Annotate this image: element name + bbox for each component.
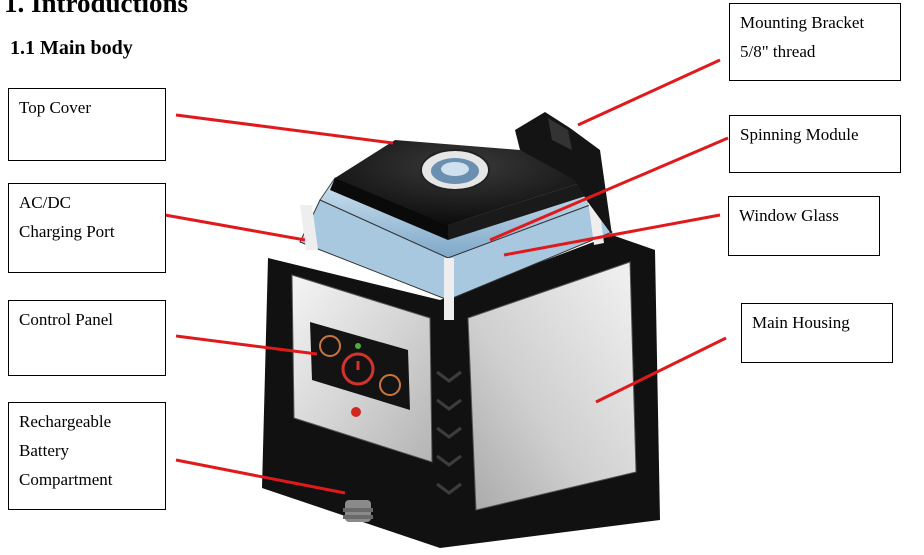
label-charging-port: AC/DC Charging Port [8,183,166,273]
leader-mounting-bracket [578,60,720,125]
label-charging-port-line1: AC/DC [19,188,155,217]
label-spinning-module: Spinning Module [729,115,901,173]
label-window-glass: Window Glass [728,196,880,256]
label-top-cover-text: Top Cover [19,93,155,122]
leader-charging-port [165,215,305,240]
label-mounting-bracket-line2: 5/8" thread [740,37,890,66]
label-main-housing-text: Main Housing [752,308,882,337]
label-charging-port-line2: Charging Port [19,217,155,246]
label-spinning-module-text: Spinning Module [740,120,890,149]
label-battery-line1: Rechargeable [19,407,155,436]
label-battery-line3: Compartment [19,465,155,494]
label-battery: Rechargeable Battery Compartment [8,402,166,510]
label-mounting-bracket-line1: Mounting Bracket [740,8,890,37]
label-control-panel-text: Control Panel [19,305,155,334]
label-main-housing: Main Housing [741,303,893,363]
label-battery-line2: Battery [19,436,155,465]
label-control-panel: Control Panel [8,300,166,376]
label-top-cover: Top Cover [8,88,166,161]
battery-knob-shape [343,500,373,522]
leader-top-cover [176,115,393,143]
label-window-glass-text: Window Glass [739,201,869,230]
label-mounting-bracket: Mounting Bracket 5/8" thread [729,3,901,81]
